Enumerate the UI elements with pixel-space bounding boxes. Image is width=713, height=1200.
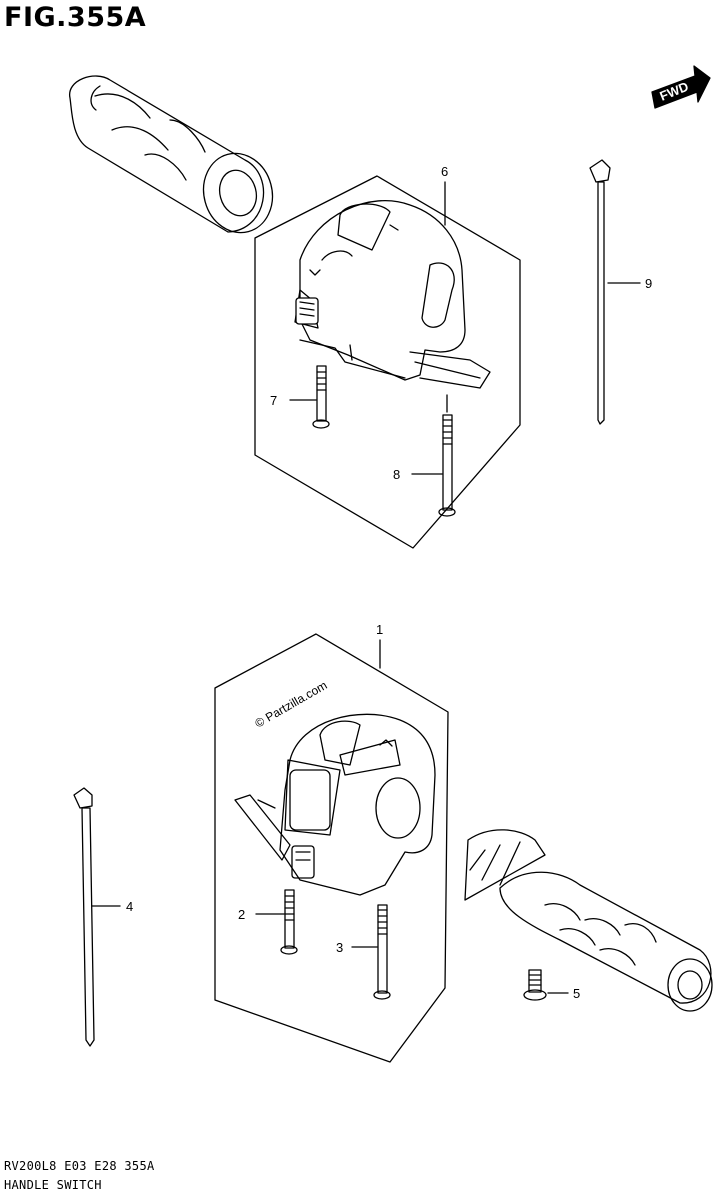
callout-9: 9 <box>645 276 652 291</box>
callout-6: 6 <box>441 164 448 179</box>
cable-tie-9 <box>589 159 611 425</box>
right-handle-switch <box>234 713 436 896</box>
fwd-arrow-icon <box>651 65 711 109</box>
left-handle-switch <box>294 200 491 389</box>
figure-title: FIG.355A <box>4 2 147 33</box>
watermark-text: © Partzilla.com <box>253 678 330 731</box>
group-box-lower <box>214 633 449 1063</box>
callout-2: 2 <box>238 907 245 922</box>
cable-tie-4 <box>73 787 95 1047</box>
callout-5: 5 <box>573 986 580 1001</box>
callout-1: 1 <box>376 622 383 637</box>
screw-5 <box>523 969 547 1001</box>
callout-7: 7 <box>270 393 277 408</box>
footer-code: RV200L8 E03 E28 355A <box>4 1159 155 1173</box>
left-grip <box>69 75 274 234</box>
screw-3 <box>373 904 391 1000</box>
callout-3: 3 <box>336 940 343 955</box>
screw-2 <box>280 889 298 955</box>
callout-4: 4 <box>126 899 133 914</box>
footer-name: HANDLE SWITCH <box>4 1178 102 1192</box>
right-grip <box>464 829 713 1012</box>
callout-8: 8 <box>393 467 400 482</box>
group-box-upper <box>254 175 521 549</box>
screw-7 <box>312 365 330 429</box>
screw-8 <box>438 414 456 517</box>
